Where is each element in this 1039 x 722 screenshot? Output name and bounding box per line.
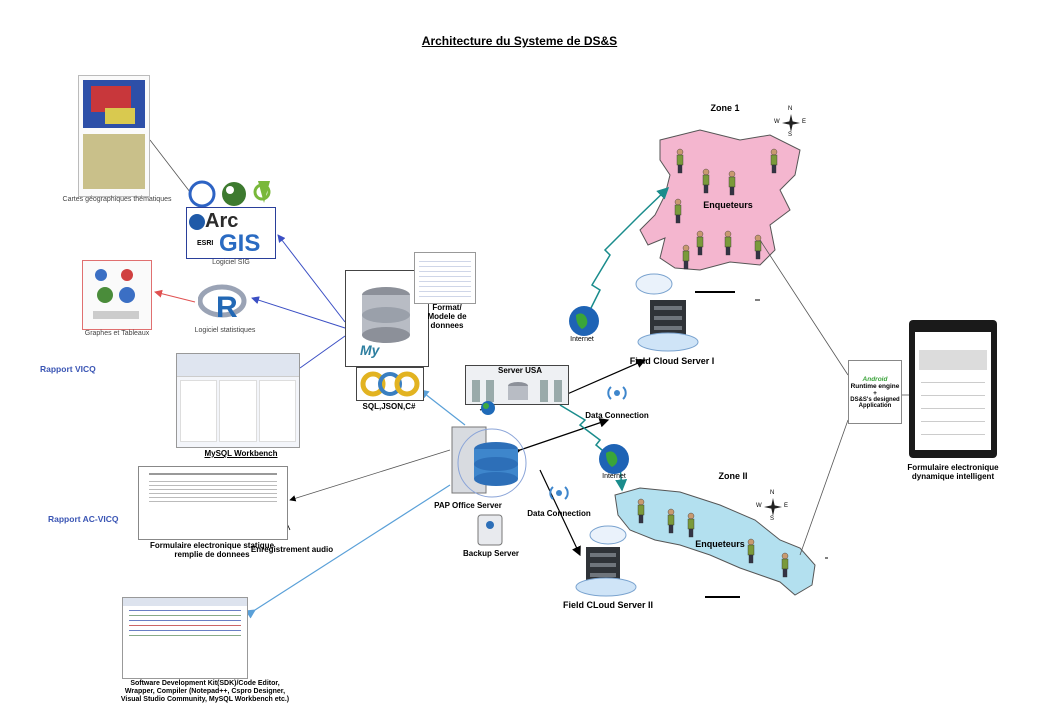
server-usa-label: Server USA <box>497 366 543 375</box>
gis-icons <box>188 180 271 208</box>
field-cloud-server-1 <box>635 273 699 352</box>
compass-rose-1: N S E W <box>774 106 807 138</box>
globe-icon <box>189 214 205 230</box>
r-logo-icon: R <box>198 284 247 323</box>
zone2-region <box>614 487 816 596</box>
sdk-label-line3: Visual Studio Community, MySQL Workbench… <box>120 696 290 704</box>
sdk-label-line1: Software Development Kit(SDK)/Code Edito… <box>130 680 280 687</box>
arcgis-logo: Arc GIS ESRI <box>186 207 276 259</box>
android-label: Android <box>862 376 888 383</box>
thematic-maps-label: Cartes géographiques thématiques <box>62 196 172 203</box>
data-model-label-line2: Modele de donnees <box>427 312 467 331</box>
rapport-vicq-label: Rapport VICQ <box>40 364 96 374</box>
mysql-workbench-screenshot <box>176 353 300 448</box>
compass-e: E <box>802 119 807 125</box>
tablet-label-line1: Formulaire electronique <box>907 463 999 472</box>
tablet-screen <box>915 332 991 450</box>
tablet-device <box>909 320 997 458</box>
backup-server-icon <box>477 514 503 546</box>
static-form-document <box>138 466 288 540</box>
statistics-software-label: Logiciel statistiques <box>194 327 256 334</box>
pap-office-server-label: PAP Office Server <box>434 501 502 510</box>
mysql-database-box: My <box>345 270 429 367</box>
server-usa <box>465 365 569 405</box>
runtime-plus: + <box>873 390 877 397</box>
sdk-editor-screenshot <box>122 597 248 679</box>
enqueteurs-figures-zone1 <box>674 148 778 270</box>
arcgis-arc-text: Arc <box>205 210 239 232</box>
sql-json-label: SQL,JSON,C# <box>362 402 416 411</box>
sql-json-box <box>356 367 424 401</box>
data-model-label: Format/ Modele de donnees <box>410 303 484 331</box>
zone1-label: Zone 1 <box>710 103 740 113</box>
data-model-label-line1: Format/ <box>432 303 462 312</box>
android-runtime-box: Android Runtime engine + DS&S's designed… <box>848 360 902 424</box>
field-cloud-server-2-label: Field CLoud Server II <box>562 600 654 610</box>
data-connection-label-1: Data Connection <box>585 411 649 420</box>
svg-text:My: My <box>360 342 381 358</box>
sdk-label-line2: Wrapper, Compiler (Notepad++, Cspro Desi… <box>124 688 286 696</box>
wireless-icon <box>549 486 569 500</box>
compass-s: S <box>770 516 775 522</box>
static-form-label-line2: remplie de donnees <box>174 550 250 560</box>
diagram-title: Architecture du Systeme de DS&S <box>421 34 618 48</box>
rapport-acvicq-label: Rapport AC-VICQ <box>48 514 119 524</box>
static-form-label: Formulaire electronique statique remplie… <box>132 541 292 559</box>
internet-globe-icon <box>569 306 599 336</box>
esri-text: ESRI <box>197 240 214 247</box>
field-cloud-server-2 <box>575 525 637 597</box>
tablet-label-line2: dynamique intelligent <box>911 472 995 482</box>
runtime-line2: DS&S's designed <box>850 397 900 403</box>
runtime-line3: Application <box>858 403 892 409</box>
zone2-label: Zone II <box>718 471 748 481</box>
graphs-tables-label: Graphes et Tableaux <box>84 330 150 337</box>
thematic-maps-thumbnail <box>78 75 150 197</box>
mysql-workbench-label: MySQL Workbench <box>204 449 278 458</box>
compass-e: E <box>784 503 789 509</box>
internet-globe-icon <box>599 444 629 474</box>
tablet-label: Formulaire electronique dynamique intell… <box>896 463 1010 481</box>
svg-text:R: R <box>216 291 238 323</box>
backup-server-label: Backup Server <box>462 549 520 558</box>
static-form-label-line1: Formulaire electronique statique <box>149 541 275 550</box>
compass-s: S <box>788 132 793 138</box>
compass-w: W <box>774 119 780 125</box>
runtime-line1: Runtime engine <box>850 383 900 390</box>
globe-icon <box>481 401 495 415</box>
enqueteurs-label-1: Enqueteurs <box>703 200 753 210</box>
wireless-icon <box>607 386 627 400</box>
enqueteurs-label-2: Enqueteurs <box>695 539 745 549</box>
sdk-label: Software Development Kit(SDK)/Code Edito… <box>110 680 300 704</box>
data-connection-label-2: Data Connection <box>527 509 591 518</box>
compass-n: N <box>788 106 793 112</box>
gis-software-label: Logiciel SIG <box>212 259 250 266</box>
field-cloud-server-1-label: Field Cloud Server I <box>629 356 715 366</box>
internet-label-2: Internet <box>602 473 626 480</box>
compass-rose-2: N S E W <box>756 490 789 522</box>
internet-label-1: Internet <box>570 336 594 343</box>
compass-w: W <box>756 503 762 509</box>
graphs-thumbnail <box>82 260 152 330</box>
pap-office-server <box>451 426 527 498</box>
audio-recording-label: Enregistrement audio <box>250 545 334 554</box>
compass-n: N <box>770 490 775 496</box>
arcgis-gis-text: GIS <box>219 230 261 257</box>
data-model-document <box>414 252 476 304</box>
enqueteurs-figures-zone2 <box>637 498 789 578</box>
